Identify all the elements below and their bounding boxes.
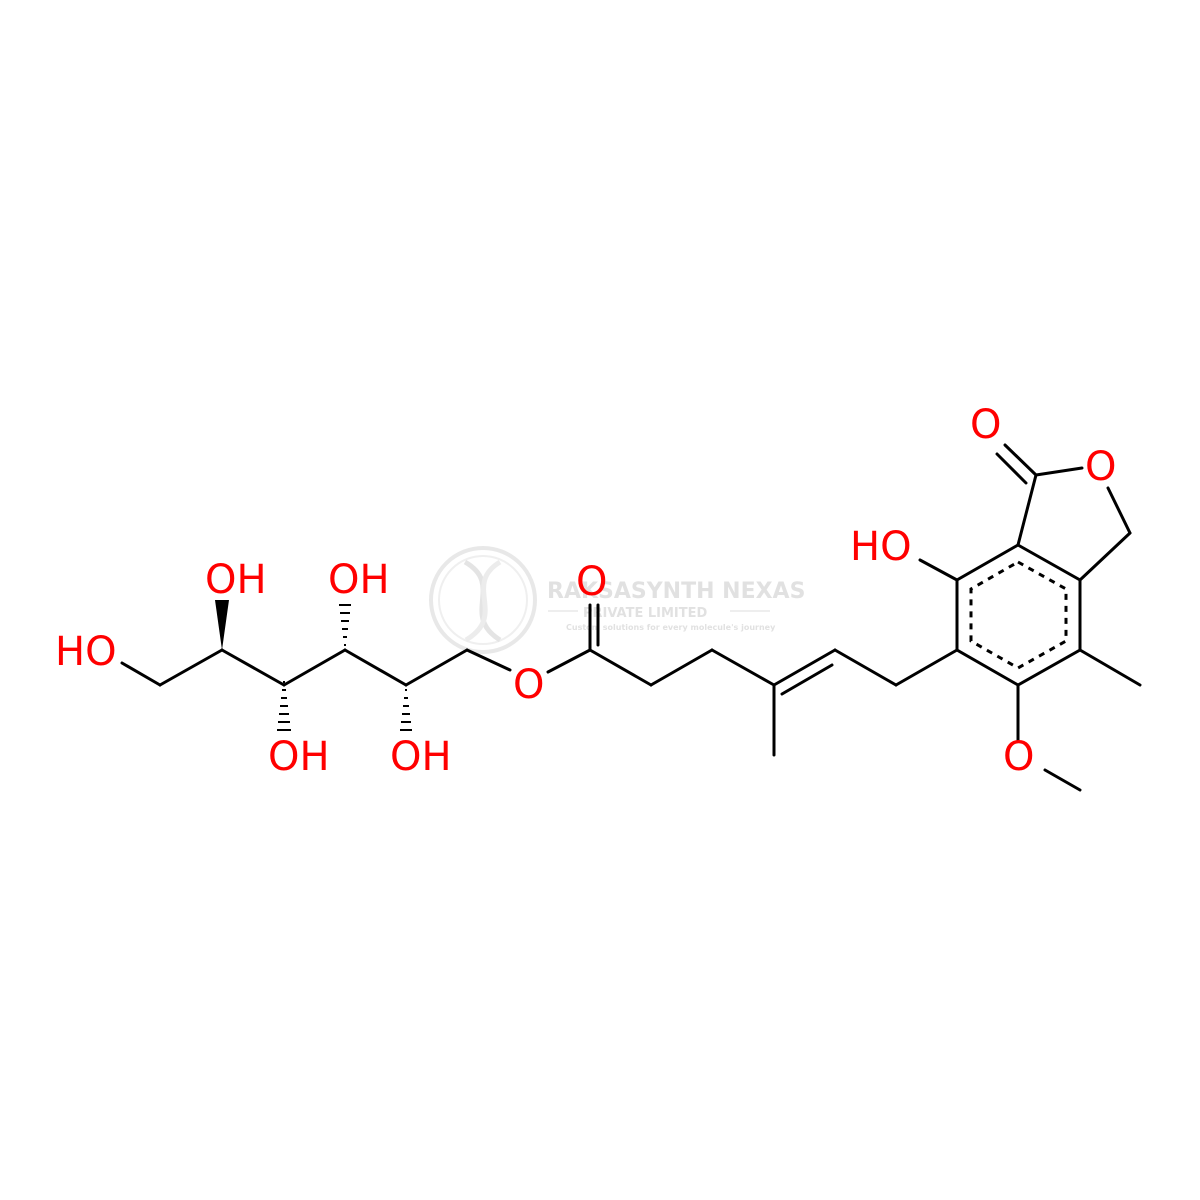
bond-ch2-ch: [833, 648, 898, 687]
bond-c3-c2: [649, 648, 714, 687]
watermark-dna-helix-strand-icon: [464, 559, 502, 643]
watermark: RAKSASYNTH NEXAS PRIVATE LIMITED Custom …: [429, 546, 805, 654]
bond-c3-c2h: [220, 648, 286, 687]
atom-label-lactone-carbonyl-o: O: [970, 402, 1001, 448]
hash-bond-c4: [339, 604, 351, 646]
bond-o-ester-ch2: [465, 648, 512, 672]
bond-c1-o-carbonyl-1: [1003, 443, 1038, 477]
atom-label-ring-o: O: [1085, 444, 1116, 490]
bond-phenol-o: [918, 558, 959, 582]
bonds: [120, 443, 1142, 792]
wedge-bond-c2: [215, 600, 229, 650]
watermark-logo-inner-ring: [438, 555, 528, 645]
bond-c4-c3h: [282, 648, 347, 687]
watermark-subtitle: PRIVATE LIMITED: [583, 606, 708, 621]
bond-c1-o-carbonyl-2: [995, 452, 1028, 485]
bond-c2-c1: [588, 648, 653, 687]
bond-alkene-2: [780, 663, 834, 696]
atom-label-oh-c4: OH: [328, 557, 390, 603]
bond-alkene-1: [772, 648, 837, 687]
watermark-logo-icon: [429, 546, 537, 654]
bond-c3a-c1: [1016, 473, 1038, 547]
bond-c2-c1h: [158, 648, 224, 687]
atom-label-oh-c3: OH: [268, 734, 330, 780]
bond-o-ring-ch2: [1106, 486, 1132, 535]
atom-label-methoxy-o: O: [1003, 734, 1034, 780]
bond-ch2-c7a: [1078, 531, 1132, 582]
atom-label-ester-carbonyl-o: O: [576, 559, 607, 605]
bond-c1-o-ring: [1034, 466, 1084, 477]
watermark-company-name: RAKSASYNTH NEXAS: [547, 579, 805, 604]
bond-ar-methyl: [1078, 648, 1142, 687]
atom-label-oh-c2: OH: [205, 557, 267, 603]
atom-labels: O O HO O O O HO OH OH OH OH: [55, 402, 1116, 780]
watermark-tagline: Custom solutions for every molecule's jo…: [566, 623, 776, 632]
atom-label-oh-c5: OH: [390, 734, 452, 780]
atom-label-ester-o: O: [513, 662, 544, 708]
bond-c1-oh-terminal: [120, 661, 162, 687]
bond-c4-c3: [710, 648, 776, 687]
bond-c5-c4: [343, 648, 408, 687]
atom-label-terminal-ho: HO: [55, 629, 117, 675]
benzene-aromatic-circle: [969, 560, 1068, 670]
hash-bond-c3: [277, 681, 291, 731]
bond-c1-o-ester: [546, 648, 592, 674]
benzene-ring: [955, 543, 1082, 687]
hash-bond-c5: [400, 689, 412, 731]
atom-label-phenol-ho: HO: [850, 524, 912, 570]
bond-o-methoxy-ch3: [1043, 768, 1082, 792]
bond-ar-ch2: [894, 648, 959, 687]
bond-ch2-c5: [404, 648, 469, 687]
